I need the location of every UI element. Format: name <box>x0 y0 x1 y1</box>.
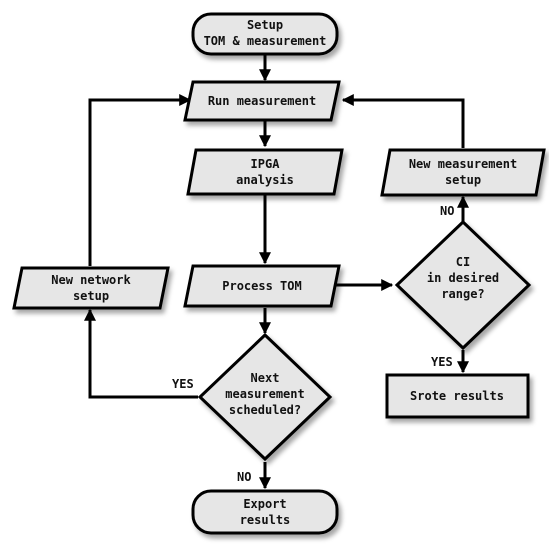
node-setup-line1: Setup <box>247 18 283 32</box>
node-next-decision: Next measurement scheduled? <box>197 332 333 462</box>
node-new-network-line1: New network <box>51 273 131 287</box>
node-new-network-setup: New network setup <box>12 266 170 310</box>
node-next-line1: Next <box>251 371 280 385</box>
edge-label-ci-yes: YES <box>431 355 453 369</box>
node-setup: Setup TOM & measurement <box>191 12 339 56</box>
node-new-measurement-line2: setup <box>445 173 481 187</box>
node-export-line1: Export <box>243 497 286 511</box>
node-process-tom-label: Process TOM <box>222 279 301 293</box>
node-ci-line1: CI <box>456 255 470 269</box>
edge-label-ci-no: NO <box>440 204 454 218</box>
node-new-network-line2: setup <box>73 289 109 303</box>
edge-new-network-to-run <box>88 94 192 266</box>
node-next-line3: scheduled? <box>229 403 301 417</box>
node-ci-line3: range? <box>441 287 484 301</box>
node-ipga-line2: analysis <box>236 173 294 187</box>
node-store-results: Srote results <box>385 373 530 419</box>
edge-label-next-yes: YES <box>172 377 194 391</box>
node-setup-line2: TOM & measurement <box>204 34 327 48</box>
edge-new-meas-to-run <box>341 94 465 148</box>
node-new-measurement-setup: New measurement setup <box>380 148 546 197</box>
node-ipga-analysis: IPGA analysis <box>186 148 344 196</box>
node-process-tom: Process TOM <box>183 264 341 308</box>
edge-next-to-new-network <box>84 308 198 399</box>
node-run-measurement: Run measurement <box>183 80 341 122</box>
node-export-line2: results <box>240 513 291 527</box>
node-ci-decision: CI in desired range? <box>394 219 532 351</box>
node-store-results-label: Srote results <box>410 389 504 403</box>
node-ci-line2: in desired <box>427 271 499 285</box>
node-ipga-line1: IPGA <box>251 157 281 171</box>
edge-label-next-no: NO <box>237 470 251 484</box>
edges <box>84 55 469 490</box>
node-next-line2: measurement <box>225 387 304 401</box>
node-export-results: Export results <box>191 489 339 535</box>
node-new-measurement-line1: New measurement <box>409 157 517 171</box>
node-run-measurement-label: Run measurement <box>208 94 316 108</box>
